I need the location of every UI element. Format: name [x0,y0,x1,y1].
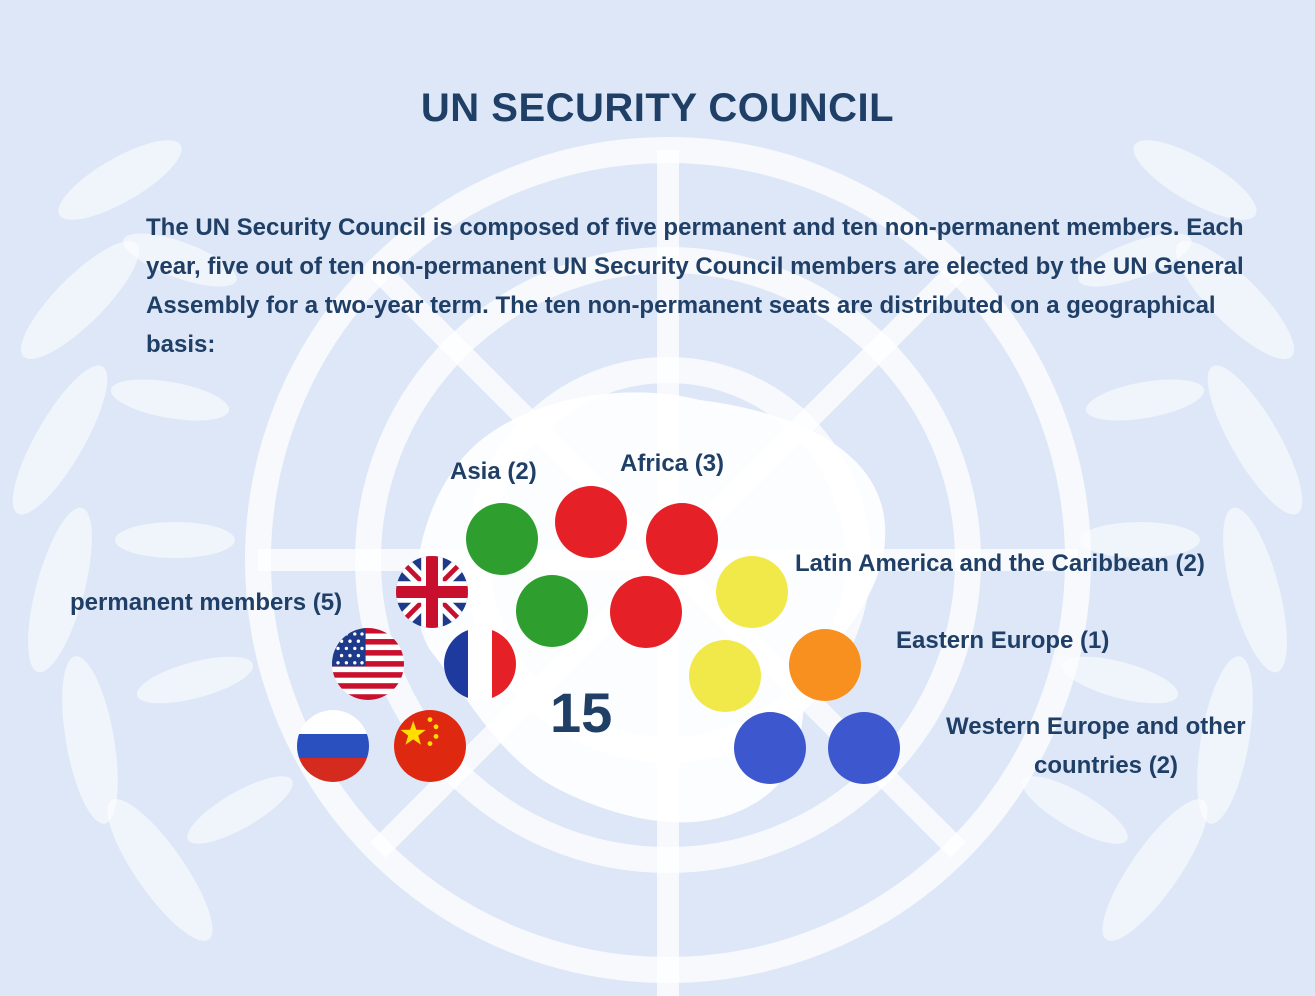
china-flag-icon [394,710,466,782]
page-title: UN SECURITY COUNCIL [420,86,895,130]
latin-america-seat-dot [689,640,761,712]
africa-seat-dot [646,503,718,575]
eastern-europe-label: Eastern Europe (1) [896,627,1110,654]
africa-seat-dot [555,486,627,558]
western-europe-label-line2: countries (2) [1034,752,1179,779]
eastern-europe-seat-dot [789,629,861,701]
africa-seat-dot [610,576,682,648]
united-kingdom-flag-icon [396,556,468,628]
permanent-members-label: permanent members (5) [70,589,343,616]
western-europe-seat-dot [828,712,900,784]
western-europe-seat-dot [734,712,806,784]
latin-america-seat-dot [716,556,788,628]
western-europe-label-line1: Western Europe and other [946,713,1246,740]
description-text: The UN Security Council is composed of f… [146,214,1244,358]
russia-flag-icon [297,710,369,782]
africa-label: Africa (3) [620,450,725,477]
asia-seat-dot [466,503,538,575]
asia-seat-dot [516,575,588,647]
asia-label: Asia (2) [450,458,537,485]
france-flag-icon [444,628,516,700]
total-members-number: 15 [550,681,613,744]
united-states-flag-icon [332,628,404,700]
latin-america-label: Latin America and the Caribbean (2) [795,550,1205,577]
